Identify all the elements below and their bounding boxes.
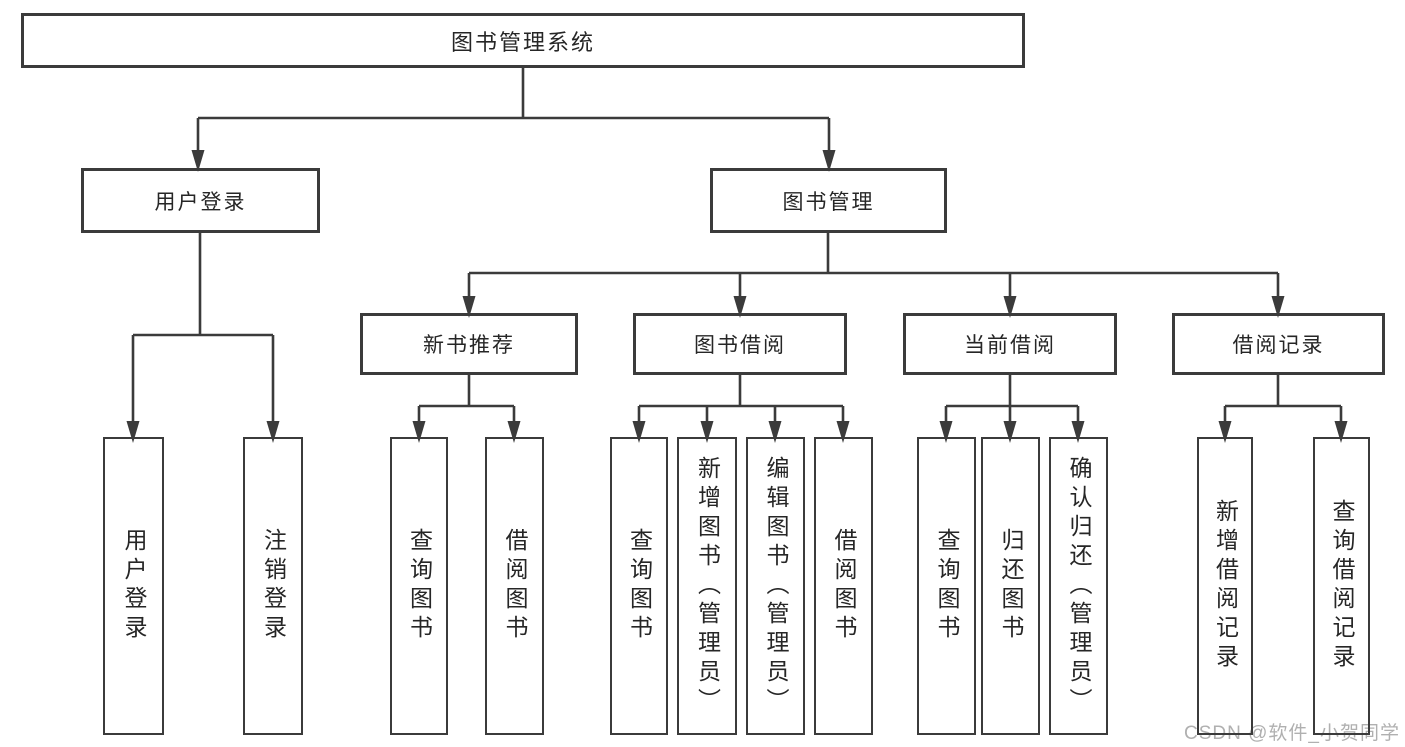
node-book-management: 图书管理 bbox=[710, 168, 947, 233]
node-label: 借阅记录 bbox=[1232, 334, 1325, 357]
watermark: CSDN @软件_小贺同学 bbox=[1184, 723, 1400, 744]
leaf-add-borrow-record: 新增借阅记录 bbox=[1197, 437, 1253, 735]
node-label: 用户登录 bbox=[154, 190, 247, 214]
node-label: 图书借阅 bbox=[694, 334, 786, 357]
leaf-query-books-borrowing: 查询图书 bbox=[610, 437, 668, 735]
node-book-borrowing: 图书借阅 bbox=[633, 313, 847, 375]
leaf-label: 查询借阅记录 bbox=[1329, 499, 1355, 673]
leaf-query-books-current: 查询图书 bbox=[917, 437, 976, 735]
leaf-label: 归还图书 bbox=[998, 528, 1024, 644]
leaf-logout-login: 注销登录 bbox=[243, 437, 303, 735]
leaf-return-book: 归还图书 bbox=[981, 437, 1040, 735]
leaf-query-borrow-record: 查询借阅记录 bbox=[1313, 437, 1370, 735]
leaf-label: 查询图书 bbox=[934, 528, 960, 644]
leaf-borrow-books-recommend: 借阅图书 bbox=[485, 437, 544, 735]
leaf-add-book-admin: 新增图书（管理员） bbox=[677, 437, 737, 735]
leaf-label: 查询图书 bbox=[406, 528, 433, 644]
leaf-label: 编辑图书（管理员） bbox=[763, 455, 789, 717]
node-label: 当前借阅 bbox=[964, 334, 1056, 357]
leaf-label: 注销登录 bbox=[260, 528, 287, 644]
node-new-book-recommend: 新书推荐 bbox=[360, 313, 578, 375]
leaf-edit-book-admin: 编辑图书（管理员） bbox=[746, 437, 805, 735]
leaf-label: 借阅图书 bbox=[502, 528, 528, 644]
leaf-label: 确认归还（管理员） bbox=[1066, 455, 1092, 717]
node-label: 图书管理 bbox=[782, 190, 875, 214]
leaf-confirm-return-admin: 确认归还（管理员） bbox=[1049, 437, 1108, 735]
leaf-label: 借阅图书 bbox=[831, 528, 857, 644]
node-borrowing-records: 借阅记录 bbox=[1172, 313, 1385, 375]
leaf-label: 用户登录 bbox=[121, 528, 147, 644]
leaf-query-books-recommend: 查询图书 bbox=[390, 437, 448, 735]
node-label: 新书推荐 bbox=[423, 334, 515, 357]
node-user-login: 用户登录 bbox=[81, 168, 320, 233]
node-library-management-system: 图书管理系统 bbox=[21, 13, 1025, 68]
leaf-borrow-books: 借阅图书 bbox=[814, 437, 873, 735]
leaf-label: 新增图书（管理员） bbox=[694, 455, 721, 717]
leaf-user-login: 用户登录 bbox=[103, 437, 164, 735]
leaf-label: 查询图书 bbox=[626, 528, 653, 644]
node-label: 图书管理系统 bbox=[450, 29, 595, 55]
leaf-label: 新增借阅记录 bbox=[1212, 499, 1239, 673]
node-current-borrowing: 当前借阅 bbox=[903, 313, 1117, 375]
